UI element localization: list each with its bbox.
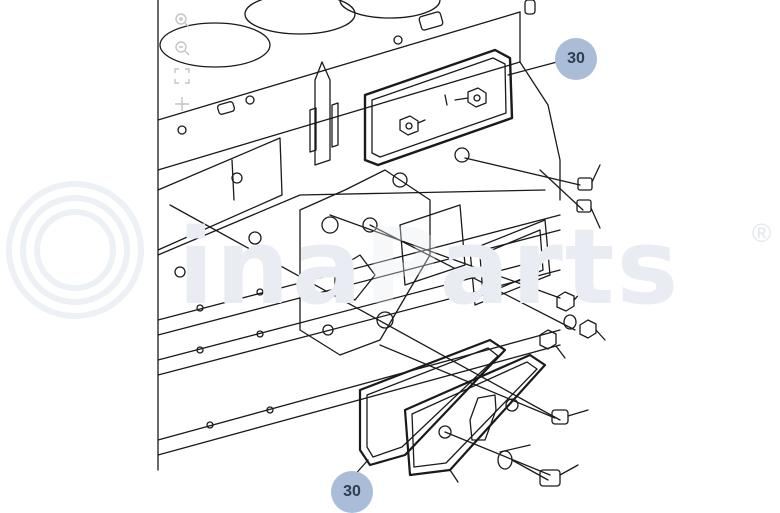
leader-line (444, 431, 551, 476)
watermark-logo (6, 181, 144, 319)
leader-line (169, 204, 561, 421)
slot (418, 11, 444, 31)
upper-cover-bolt (399, 115, 419, 136)
rail (157, 214, 561, 321)
upper-cover-plate (363, 48, 514, 167)
engine-block-upper-face (157, 61, 521, 171)
bolt-hole (393, 35, 403, 45)
bolt-with-washer (497, 444, 579, 487)
rail (157, 329, 561, 441)
cover-knob (469, 394, 497, 441)
zoom-in-icon[interactable] (170, 8, 194, 32)
bolt-hole (245, 95, 255, 105)
screw (579, 319, 606, 341)
engine-block-right-edge (519, 11, 561, 201)
fit-screen-icon[interactable] (170, 64, 194, 88)
center-gasket-plate (299, 169, 431, 356)
cylinder-bore (339, 0, 441, 19)
callout-badge[interactable]: 30 (331, 471, 373, 513)
slot (524, 0, 536, 15)
side-panel (157, 137, 283, 251)
callout-badge[interactable]: 30 (555, 38, 597, 80)
screw (539, 329, 566, 359)
leader-line (464, 157, 581, 186)
right-frame (469, 219, 551, 306)
pan-icon[interactable] (170, 92, 194, 116)
cylinder-bore (244, 0, 356, 35)
washer (563, 314, 577, 330)
rail (157, 254, 561, 361)
slot (216, 101, 236, 115)
upper-cover-bolt (467, 87, 487, 108)
rib (314, 61, 331, 166)
zoom-out-icon[interactable] (170, 36, 194, 60)
gasket-cutout (334, 254, 376, 301)
rail (157, 269, 561, 376)
cylinder-bore (159, 22, 271, 68)
upper-cover-plate-inner (371, 57, 507, 158)
zoom-toolbar (168, 6, 196, 118)
rib-slot (331, 102, 339, 148)
leader-line (369, 224, 576, 331)
callout-leader (507, 61, 558, 76)
rail (157, 229, 561, 336)
rib-slot (309, 107, 317, 153)
leader-line (329, 214, 561, 299)
screw (551, 409, 589, 425)
upper-right-frame (399, 204, 466, 286)
lower-cover-plate (403, 353, 547, 477)
screw (556, 284, 589, 312)
bolt-hole (177, 125, 187, 135)
screw (577, 164, 601, 191)
block-side-face (157, 189, 546, 256)
screw (576, 199, 601, 229)
engine-block-top-edge (157, 11, 521, 121)
leader-line (539, 169, 584, 211)
lower-gasket (358, 338, 507, 467)
